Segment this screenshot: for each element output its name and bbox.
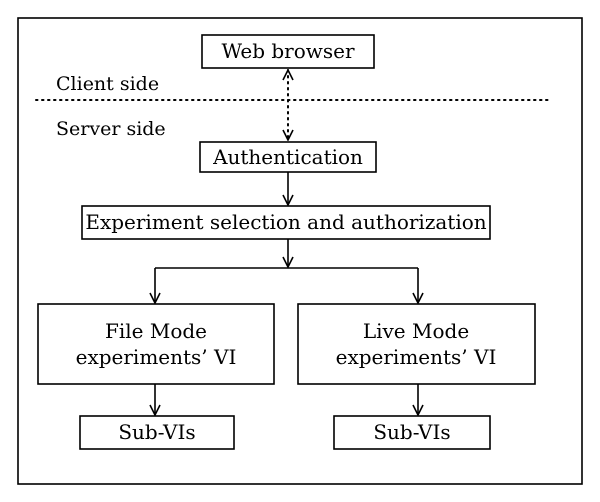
file-mode-label-line2: experiments’ VI [76, 345, 237, 369]
authentication-box [199, 141, 377, 173]
file-sub-vis-box [79, 415, 235, 450]
server-side-label: Server side [56, 118, 166, 140]
web-browser-box [201, 34, 375, 69]
live-mode-label-line1: Live Mode [363, 319, 469, 343]
file-sub-vis-label: Sub-VIs [118, 420, 195, 444]
authentication-label: Authentication [212, 145, 363, 169]
file-mode-box [37, 303, 275, 385]
client-side-label: Client side [56, 73, 159, 95]
live-mode-box [297, 303, 536, 385]
web-browser-label: Web browser [221, 39, 355, 63]
experiment-selection-label: Experiment selection and authorization [85, 210, 486, 234]
live-mode-label-line2: experiments’ VI [336, 345, 497, 369]
live-sub-vis-label: Sub-VIs [373, 420, 450, 444]
experiment-selection-box [81, 205, 491, 240]
file-mode-label-line1: File Mode [105, 319, 207, 343]
live-sub-vis-box [333, 415, 491, 450]
outer-frame [17, 17, 583, 485]
